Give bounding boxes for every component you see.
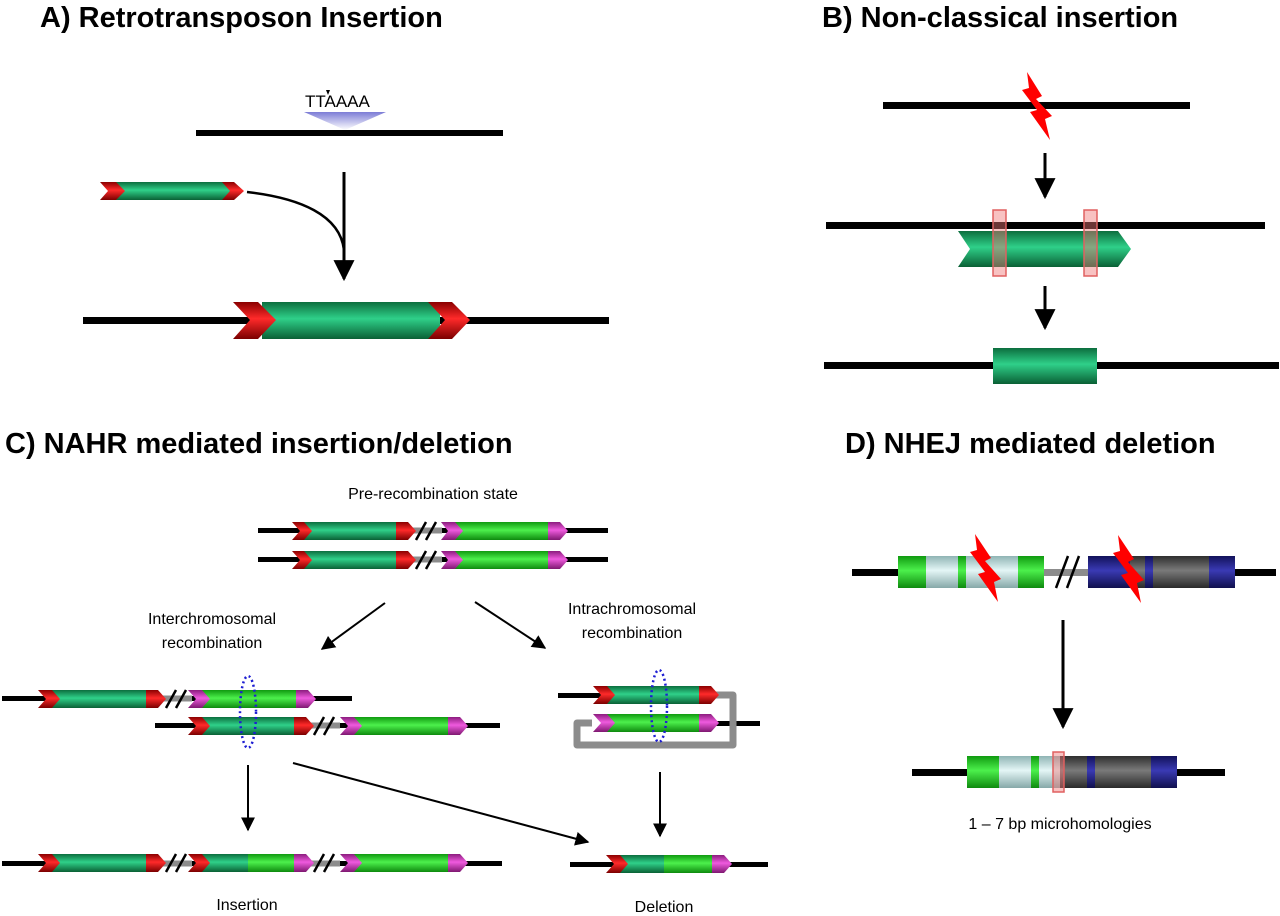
nhej-pre-chromosome	[852, 555, 1276, 589]
element-body	[113, 182, 230, 200]
crossover-site-intra	[649, 668, 669, 744]
insertion-label: Insertion	[216, 897, 277, 914]
ltr-left	[233, 302, 276, 339]
insertion-site-marker	[326, 90, 330, 95]
panel-c: C) NAHR mediated insertion/deletion Pre-…	[2, 428, 768, 916]
arrow-to-intra	[474, 601, 547, 649]
integration-curve	[246, 190, 346, 251]
junction-highlight-left	[992, 209, 1007, 277]
pre-recombination-chromosome-1	[258, 521, 608, 541]
microhomology-label: 1 – 7 bp microhomologies	[968, 816, 1151, 833]
free-retrotransposon	[100, 182, 244, 200]
panel-a: A) Retrotransposon Insertion TTAAAA	[40, 2, 609, 339]
inserted-segment	[993, 348, 1097, 384]
panel-a-title: A) Retrotransposon Insertion	[40, 2, 443, 34]
inter-misaligned-chromosome-1	[2, 689, 352, 709]
target-dna-strand	[196, 130, 503, 136]
inter-misaligned-chromosome-2	[155, 716, 500, 736]
element-body	[262, 302, 440, 339]
inserted-retrotransposon	[233, 302, 470, 339]
arrow-to-inter	[320, 602, 386, 650]
dsb-lightning-icon	[1022, 72, 1052, 140]
microhomology-highlight	[1052, 751, 1065, 793]
broken-dna-strand	[826, 222, 1265, 229]
dsb-lightning-icon-1	[970, 534, 1001, 602]
deletion-label: Deletion	[635, 899, 694, 916]
insertion-product	[2, 853, 502, 873]
ltr-right	[222, 182, 244, 200]
panel-d-title: D) NHEJ mediated deletion	[845, 428, 1216, 460]
intra-label-line1: Intrachromosomal	[568, 601, 696, 618]
pre-recombination-chromosome-2	[258, 550, 608, 570]
ltr-left	[100, 182, 125, 200]
nhej-product-chromosome	[912, 756, 1225, 788]
intra-label-line2: recombination	[582, 625, 683, 642]
deletion-product	[570, 855, 768, 873]
arrow-to-deletion-inter	[292, 762, 590, 846]
ltr-right	[428, 302, 470, 339]
crossover-site-inter	[238, 674, 258, 750]
target-site-sequence: TTAAAA	[305, 92, 371, 111]
inserted-fragment	[958, 231, 1131, 267]
inter-label-line2: recombination	[162, 635, 263, 652]
panel-d: D) NHEJ mediated deletion	[845, 428, 1276, 833]
junction-highlight-right	[1083, 209, 1098, 277]
panel-c-title: C) NAHR mediated insertion/deletion	[5, 428, 513, 460]
inter-label-line1: Interchromosomal	[148, 611, 276, 628]
panel-b-title: B) Non-classical insertion	[822, 2, 1178, 34]
insertion-site-wedge	[304, 112, 386, 130]
intra-looped-chromosome	[558, 686, 760, 749]
pre-recombination-label: Pre-recombination state	[348, 486, 518, 503]
panel-b: B) Non-classical insertion	[822, 2, 1279, 384]
dsb-lightning-icon-2	[1113, 535, 1144, 603]
